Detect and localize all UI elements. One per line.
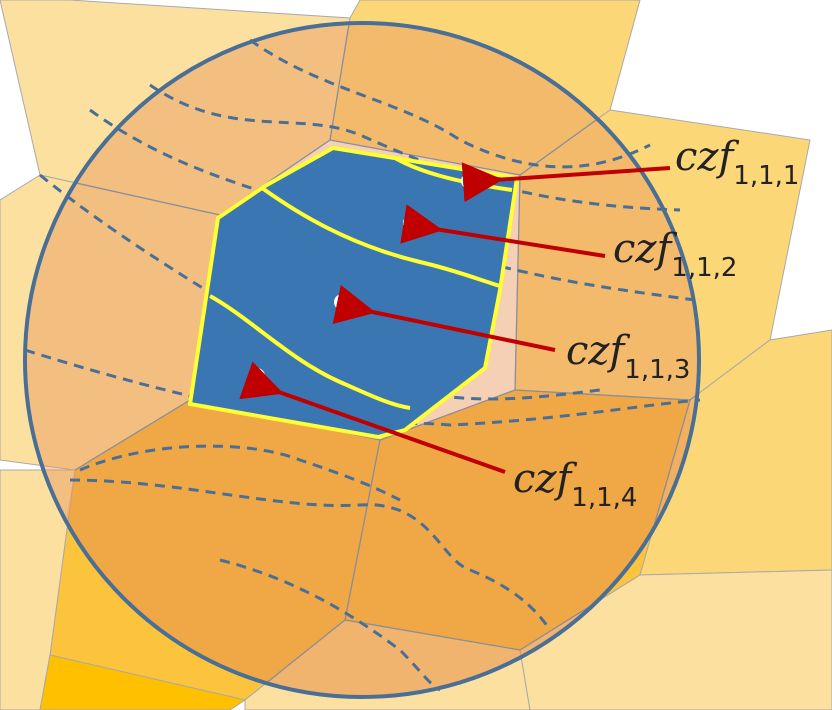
sub-zone-boundary — [209, 294, 411, 410]
zone-label: czf1,1,2 — [613, 226, 737, 283]
label-base: czf — [675, 134, 739, 180]
centroid-dot — [249, 368, 265, 384]
centroid-dot — [334, 294, 350, 310]
dashed-boundary — [69, 478, 552, 631]
label-base: czf — [566, 328, 630, 374]
label-subscript: 1,1,3 — [624, 355, 690, 385]
arrow — [239, 361, 506, 474]
zone-labels: czf1,1,1 czf1,1,2 czf1,1,3 czf1,1,4 — [513, 134, 799, 513]
arrow — [461, 162, 671, 203]
arrow — [400, 204, 606, 258]
circle-outline — [23, 21, 701, 699]
label-subscript: 1,1,4 — [571, 483, 637, 513]
dashed-boundary — [149, 83, 681, 212]
sub-zone-boundary — [260, 186, 501, 288]
arrows — [239, 162, 671, 474]
label-subscript: 1,1,2 — [671, 253, 737, 283]
hex-tile — [39, 654, 247, 710]
zone-label: czf1,1,3 — [566, 328, 690, 385]
centroid-dot — [461, 173, 477, 189]
dashed-boundary — [219, 558, 441, 692]
zone-label: czf1,1,1 — [675, 134, 799, 191]
label-subscript: 1,1,1 — [733, 161, 799, 191]
centroid-dot — [403, 215, 419, 231]
dashed-boundary — [79, 444, 401, 502]
zone-label: czf1,1,4 — [513, 456, 637, 513]
dashed-boundary — [249, 38, 651, 169]
arrow — [332, 284, 556, 352]
label-base: czf — [513, 456, 577, 502]
label-base: czf — [613, 226, 677, 272]
dashed-boundary — [24, 348, 701, 427]
